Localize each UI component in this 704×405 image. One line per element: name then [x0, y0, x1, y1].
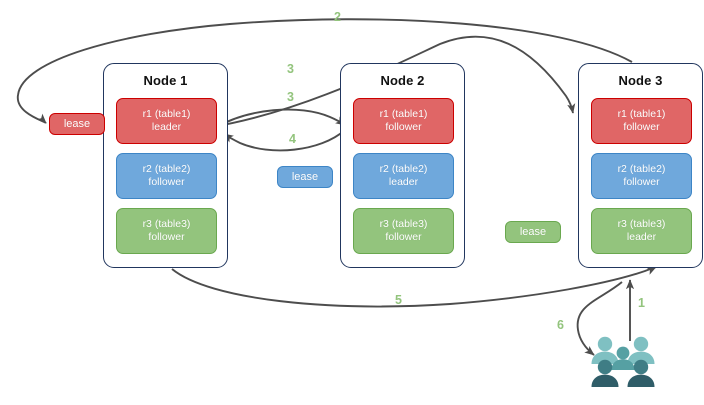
replica-role: follower [148, 176, 185, 188]
replica-chip[interactable]: r3 (table3) leader [591, 208, 692, 254]
replica-name: r1 (table1) [617, 108, 666, 120]
replica-name: r2 (table2) [142, 163, 191, 175]
edge-step-3-to-node2 [212, 108, 346, 130]
node-title: Node 1 [143, 73, 188, 88]
replica-role: follower [148, 231, 185, 243]
replica-role: follower [385, 121, 422, 133]
replica-chip[interactable]: r1 (table1) follower [591, 98, 692, 144]
replica-role: leader [151, 121, 182, 133]
node-container-3[interactable]: Node 3 r1 (table1) follower r2 (table2) … [578, 63, 703, 268]
replica-role: leader [626, 231, 657, 243]
step-label-3a: 3 [287, 62, 294, 76]
edge-step-4 [223, 129, 346, 152]
node-title: Node 3 [618, 73, 663, 88]
replica-chip[interactable]: r3 (table3) follower [116, 208, 217, 254]
step-label-1: 1 [638, 296, 645, 310]
replica-name: r1 (table1) [379, 108, 428, 120]
replica-role: leader [388, 176, 419, 188]
people-front-row [591, 359, 655, 387]
step-label-5: 5 [395, 293, 402, 307]
people-middle-figure [611, 346, 635, 370]
people-group-icon [591, 336, 655, 387]
step-label-2: 2 [334, 10, 341, 24]
replica-chip[interactable]: r2 (table2) follower [116, 153, 217, 199]
replica-chip[interactable]: r2 (table2) follower [591, 153, 692, 199]
step-label-4: 4 [289, 132, 296, 146]
replica-name: r3 (table3) [379, 218, 428, 230]
edge-step-5 [171, 266, 657, 308]
replica-role: follower [623, 121, 660, 133]
replica-chip[interactable]: r3 (table3) follower [353, 208, 454, 254]
replica-name: r2 (table2) [379, 163, 428, 175]
node-container-1[interactable]: Node 1 r1 (table1) leader r2 (table2) fo… [103, 63, 228, 268]
replica-role: follower [385, 231, 422, 243]
step-label-6: 6 [557, 318, 564, 332]
replica-chip[interactable]: r1 (table1) follower [353, 98, 454, 144]
replica-name: r2 (table2) [617, 163, 666, 175]
node-container-2[interactable]: Node 2 r1 (table1) follower r2 (table2) … [340, 63, 465, 268]
step-label-3b: 3 [287, 90, 294, 104]
lease-chip-blue[interactable]: lease [277, 166, 333, 188]
replica-name: r3 (table3) [142, 218, 191, 230]
replica-role: follower [623, 176, 660, 188]
replica-name: r1 (table1) [142, 108, 191, 120]
node-title: Node 2 [380, 73, 425, 88]
replica-name: r3 (table3) [617, 218, 666, 230]
lease-chip-red[interactable]: lease [49, 113, 105, 135]
replica-chip[interactable]: r1 (table1) leader [116, 98, 217, 144]
replica-chip[interactable]: r2 (table2) leader [353, 153, 454, 199]
lease-chip-green[interactable]: lease [505, 221, 561, 243]
